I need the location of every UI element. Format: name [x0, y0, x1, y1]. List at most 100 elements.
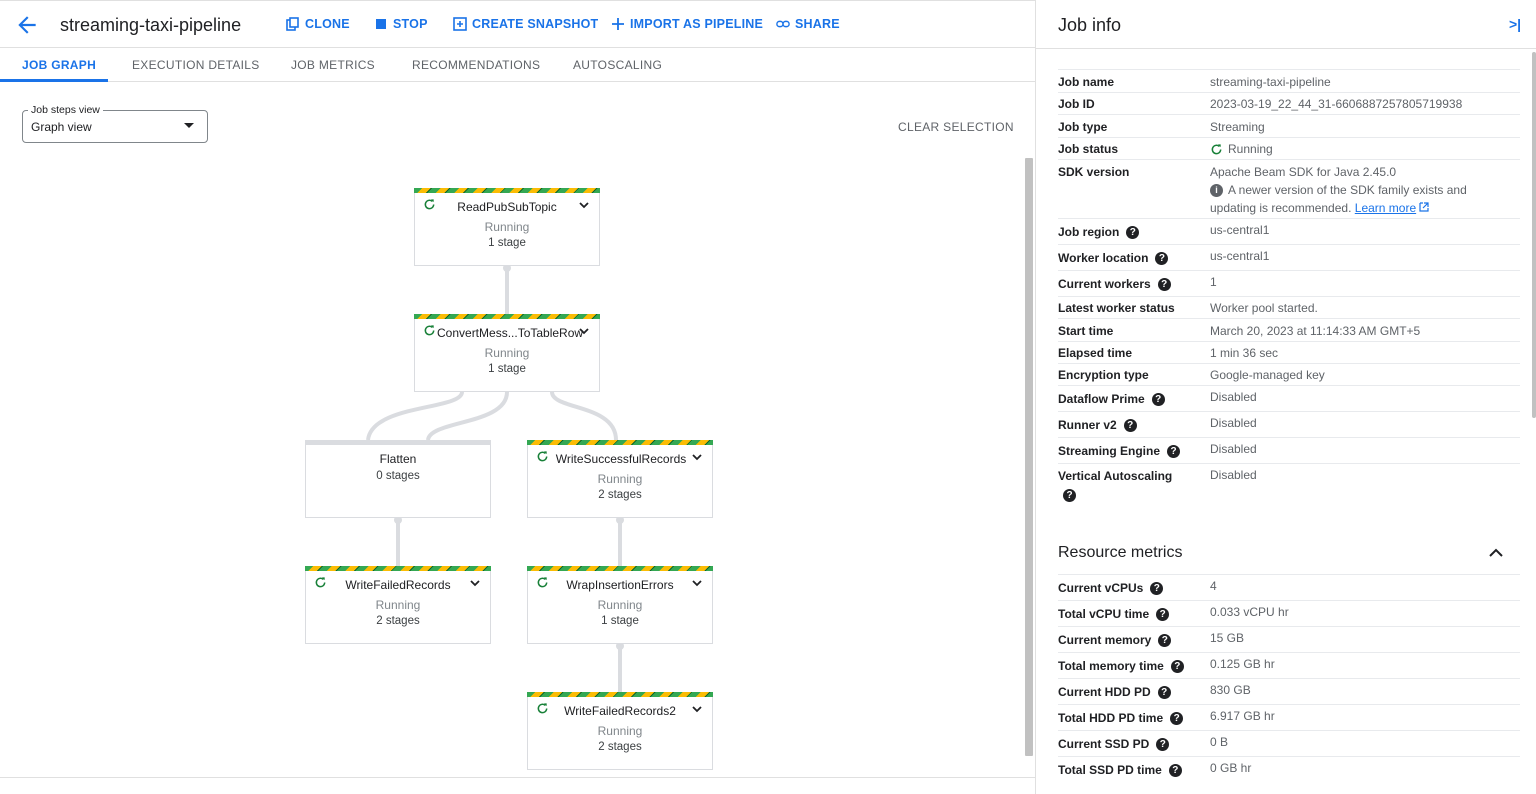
create-snapshot-button[interactable]: CREATE SNAPSHOT [453, 17, 598, 31]
graph-node-convert-message-to-table-row[interactable]: ConvertMess...ToTableRow Running 1 stage [414, 314, 600, 392]
back-arrow-icon[interactable] [14, 12, 40, 38]
metric-key-wrap: Total vCPU time? [1058, 607, 1170, 621]
share-button[interactable]: SHARE [776, 17, 840, 31]
import-as-pipeline-label: IMPORT AS PIPELINE [630, 17, 764, 31]
help-icon[interactable]: ? [1063, 489, 1076, 502]
node-progress-stripe [414, 314, 600, 319]
metric-value: 0 B [1210, 735, 1229, 749]
external-link-icon [1419, 202, 1430, 212]
job-steps-view-label: Job steps view [28, 104, 103, 116]
metric-key-wrap: Current SSD PD? [1058, 737, 1170, 751]
help-icon[interactable]: ? [1170, 711, 1184, 725]
metric-value: 0 GB hr [1210, 761, 1252, 775]
info-key: Job region [1058, 225, 1120, 239]
node-stages: 1 stage [601, 615, 639, 627]
import-as-pipeline-button[interactable]: IMPORT AS PIPELINE [611, 17, 763, 31]
graph-node-write-failed-records-2[interactable]: WriteFailedRecords2 Running 2 stages [527, 692, 713, 770]
chevron-down-icon[interactable] [692, 453, 702, 461]
info-key: Elapsed time [1058, 346, 1133, 360]
info-value: Disabled [1210, 390, 1257, 404]
collapse-panel-icon[interactable]: >| [1509, 16, 1522, 32]
node-stages: 2 stages [376, 615, 420, 627]
help-icon[interactable]: ? [1157, 277, 1171, 291]
info-row-sdk-version: SDK version Apache Beam SDK for Java 2.4… [1058, 159, 1520, 218]
info-key: Job type [1058, 120, 1108, 134]
info-row-job-region: Job region? us-central1 [1058, 218, 1520, 244]
help-icon[interactable]: ? [1156, 737, 1170, 751]
graph-node-write-successful-records[interactable]: WriteSuccessfulRecords Running 2 stages [527, 440, 713, 518]
chevron-down-icon[interactable] [470, 579, 480, 587]
info-value: 1 [1210, 275, 1217, 289]
metric-key-wrap: Current vCPUs? [1058, 581, 1164, 595]
help-icon[interactable]: ? [1168, 763, 1182, 777]
active-tab-indicator [0, 79, 108, 82]
tab-job-graph[interactable]: JOB GRAPH [22, 58, 97, 72]
graph-node-wrap-insertion-errors[interactable]: WrapInsertionErrors Running 1 stage [527, 566, 713, 644]
graph-node-read-pubsub-topic[interactable]: ReadPubSubTopic Running 1 stage [414, 188, 600, 266]
info-row-dataflow-prime: Dataflow Prime? Disabled [1058, 385, 1520, 411]
info-row-latest-worker-status: Latest worker status Worker pool started… [1058, 296, 1520, 318]
add-box-icon [453, 17, 467, 31]
info-key: Vertical Autoscaling [1058, 469, 1173, 483]
info-row-job-type: Job type Streaming [1058, 114, 1520, 137]
metric-key: Current SSD PD [1058, 737, 1150, 751]
node-progress-stripe [305, 440, 491, 445]
running-refresh-icon [424, 325, 435, 336]
info-value: us-central1 [1210, 223, 1270, 237]
node-name: ReadPubSubTopic [457, 200, 557, 214]
chevron-down-icon[interactable] [692, 579, 702, 587]
graph-node-flatten[interactable]: Flatten 0 stages [305, 440, 491, 518]
info-key: Encryption type [1058, 368, 1149, 382]
tab-autoscaling[interactable]: AUTOSCALING [573, 58, 663, 72]
running-refresh-icon [315, 577, 326, 588]
chevron-up-icon[interactable] [1488, 546, 1504, 560]
info-key-wrap: Current workers? [1058, 277, 1171, 291]
tab-job-metrics[interactable]: JOB METRICS [291, 58, 375, 72]
help-icon[interactable]: ? [1151, 392, 1165, 406]
tab-execution-details[interactable]: EXECUTION DETAILS [132, 58, 260, 72]
metric-row: Total memory time?0.125 GB hr [1058, 652, 1520, 678]
graph-node-write-failed-records[interactable]: WriteFailedRecords Running 2 stages [305, 566, 491, 644]
help-icon[interactable]: ? [1155, 251, 1169, 265]
tab-recommendations[interactable]: RECOMMENDATIONS [412, 58, 541, 72]
stop-button[interactable]: STOP [374, 17, 428, 31]
help-icon[interactable]: ? [1167, 444, 1181, 458]
info-row-current-workers: Current workers? 1 [1058, 270, 1520, 296]
help-icon[interactable]: ? [1156, 607, 1170, 621]
node-stages: 2 stages [598, 741, 642, 753]
chevron-down-icon[interactable] [692, 705, 702, 713]
stop-label: STOP [393, 17, 428, 31]
help-icon[interactable]: ? [1170, 659, 1184, 673]
help-icon[interactable]: ? [1158, 633, 1172, 647]
node-stages: 1 stage [488, 363, 526, 375]
info-value: Disabled [1210, 468, 1257, 482]
node-name: WriteFailedRecords [345, 578, 451, 592]
clone-button[interactable]: CLONE [286, 17, 350, 31]
learn-more-link[interactable]: Learn more [1354, 201, 1417, 215]
info-key-wrap: Job region? [1058, 225, 1140, 239]
help-icon[interactable]: ? [1126, 225, 1140, 239]
info-value: 2023-03-19_22_44_31-6606887257805719938 [1210, 97, 1463, 111]
panel-scrollbar[interactable] [1532, 52, 1536, 418]
help-icon[interactable]: ? [1150, 581, 1164, 595]
node-status: Running [484, 220, 530, 234]
info-key-wrap: Streaming Engine? [1058, 444, 1181, 458]
metric-row: Total HDD PD time?6.917 GB hr [1058, 704, 1520, 730]
status-badge: Running [1210, 142, 1273, 156]
info-row-start-time: Start time March 20, 2023 at 11:14:33 AM… [1058, 318, 1520, 341]
chevron-down-icon[interactable] [579, 201, 589, 209]
info-row-encryption-type: Encryption type Google-managed key [1058, 363, 1520, 385]
metric-key: Current vCPUs [1058, 581, 1144, 595]
graph-scrollbar[interactable] [1025, 158, 1033, 756]
info-value: us-central1 [1210, 249, 1270, 263]
node-name: WriteSuccessfulRecords [555, 452, 687, 466]
help-icon[interactable]: ? [1157, 685, 1171, 699]
running-refresh-icon [1211, 143, 1222, 154]
clear-selection-button[interactable]: CLEAR SELECTION [898, 120, 1014, 134]
chevron-down-icon[interactable] [579, 327, 589, 335]
node-status: Running [375, 598, 421, 612]
info-key: Latest worker status [1058, 301, 1175, 315]
job-steps-view-select[interactable] [22, 110, 208, 143]
help-icon[interactable]: ? [1123, 418, 1137, 432]
info-key: Job name [1058, 75, 1115, 89]
